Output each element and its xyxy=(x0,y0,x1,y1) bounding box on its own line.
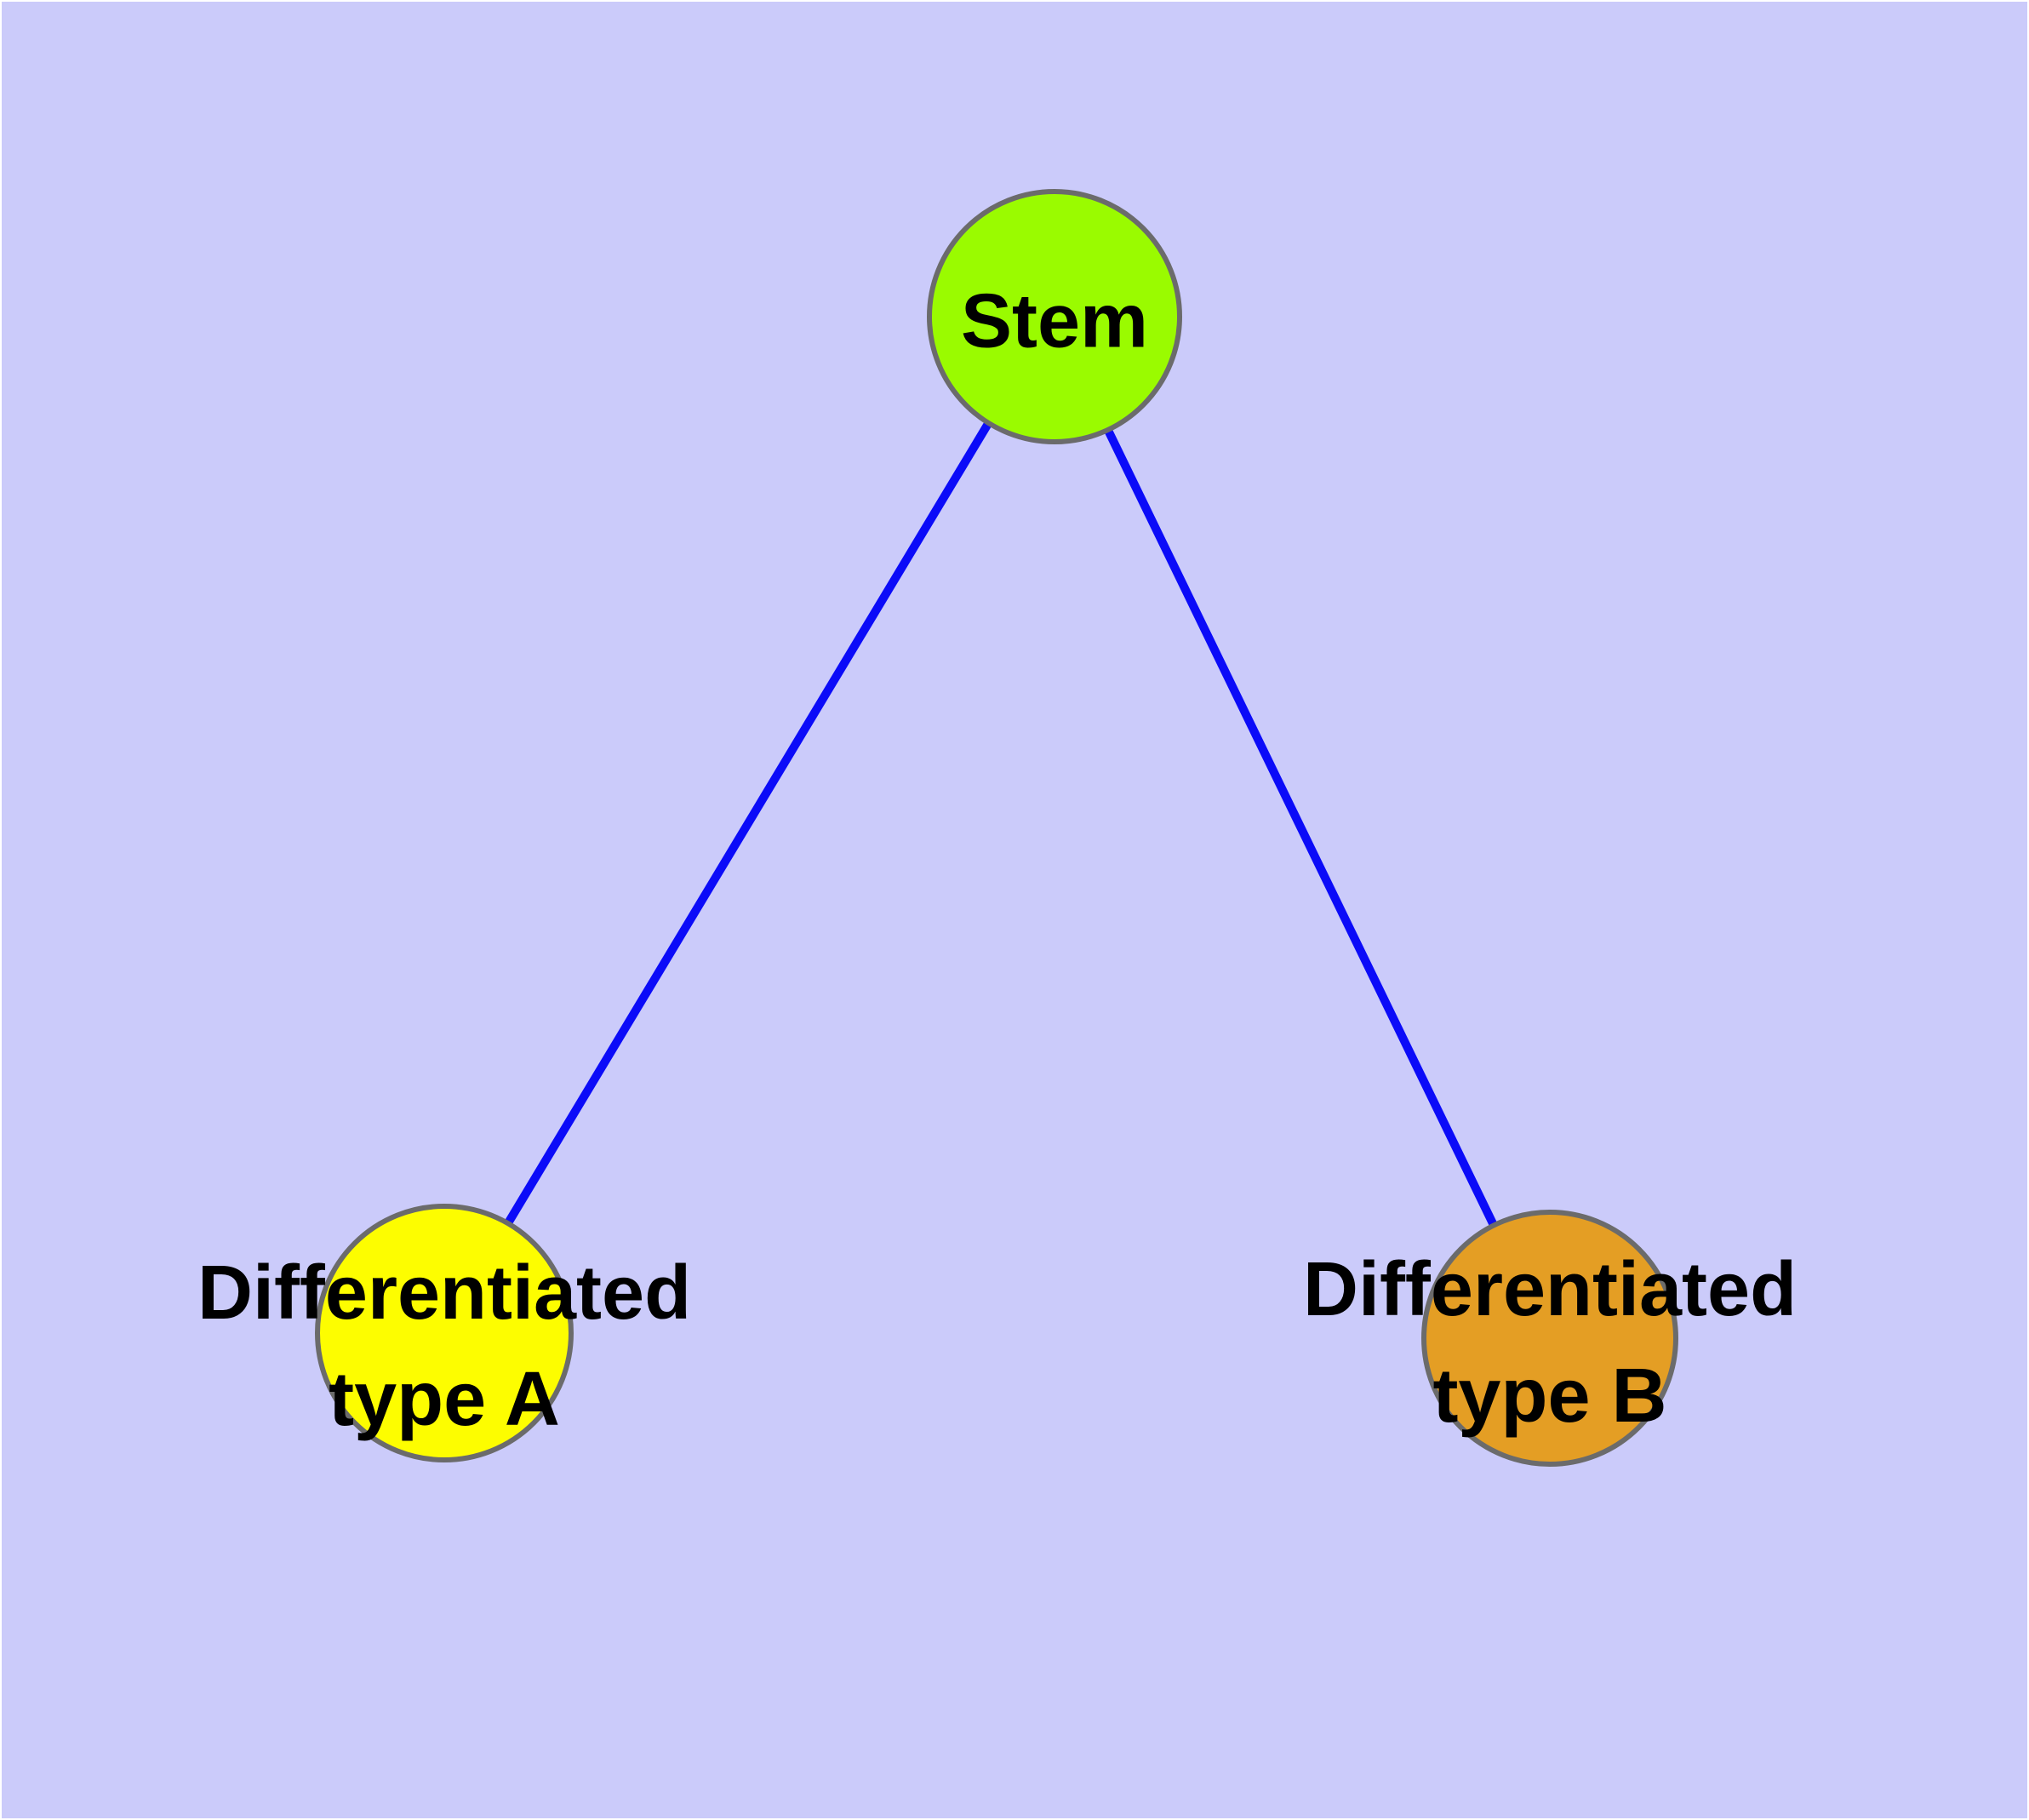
node-type-a: Differentiated type A xyxy=(197,1204,691,1462)
edge-stem-to-type-a xyxy=(439,313,1057,1333)
node-stem: Stem xyxy=(927,189,1182,444)
node-type-b: Differentiated type B xyxy=(1303,1210,1797,1467)
edge-stem-to-type-b xyxy=(1049,314,1552,1338)
node-label: Stem xyxy=(960,278,1149,364)
